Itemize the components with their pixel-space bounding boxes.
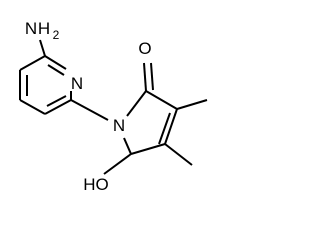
bond-c4-methyl [164,143,193,166]
bond-c5-n [123,137,132,155]
bond-c3-c4 [164,108,178,145]
amine-subscript-label: 2 [53,28,60,42]
amine-h-label: H [38,19,50,38]
bond-c6-n1-double [47,64,65,76]
bond-c6-c5 [19,55,46,71]
bond-c6-n1 [44,55,67,70]
bond-c3-c2-double [46,95,67,107]
bond-c6-nh2 [39,39,46,57]
bond-carbonyl-c-o-double [150,62,154,91]
lactam-n-label: N [113,116,125,135]
bond-c3-methyl [176,99,208,110]
bond-c3-c2 [44,99,72,115]
bond-c3-c4-double [158,112,171,145]
bond-c4-c3 [19,99,46,115]
bond-c4-c5 [130,143,166,155]
bond-carbonyl-c-o [143,62,147,92]
pyridine-n-label: N [71,74,83,93]
carbonyl-o-label: O [138,39,151,58]
bond-carbonyl-c-c3 [145,90,178,110]
bond-c5-oh [103,153,132,175]
amine-n-label: N [25,19,37,38]
hydroxyl-label: HO [83,175,109,194]
chemical-structure-diagram: N H 2 N N O HO [19,19,208,194]
bond-n-carbonyl-c [126,90,147,117]
bond-c2-lactam-n [70,99,109,121]
